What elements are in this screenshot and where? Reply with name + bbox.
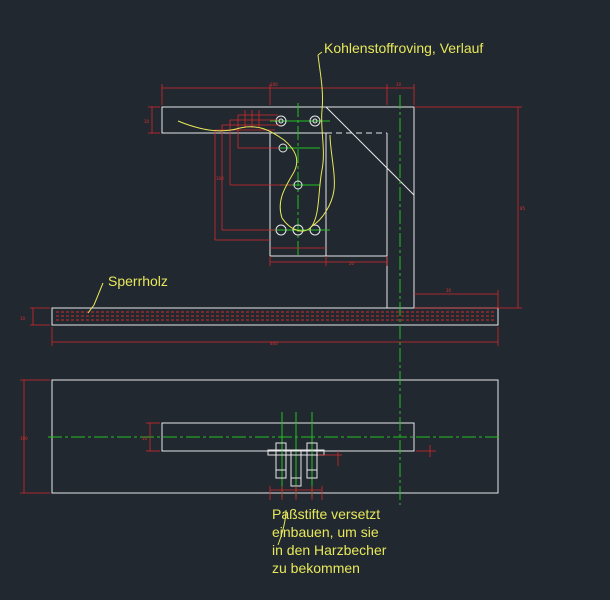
carbon-roving-label: Kohlenstoffroving, Verlauf [324, 40, 483, 56]
dowel-pins [267, 442, 325, 487]
dowel-note-line-3: in den Harzbecher [272, 542, 387, 558]
svg-text:100: 100 [216, 176, 224, 181]
plywood-label: Sperrholz [108, 273, 168, 289]
bracket-holes [275, 115, 321, 236]
dowel-note-line-2: einbauen, um sie [272, 524, 379, 540]
dowel-note-line-4: zu bekommen [272, 560, 360, 576]
svg-text:10: 10 [20, 316, 26, 321]
carbon-roving-path [87, 51, 335, 546]
dowel-note: Paßstifte versetzt einbauen, um sie in d… [272, 506, 387, 576]
bracket-outline [161, 106, 415, 309]
plywood-board [51, 307, 499, 326]
centerlines [48, 95, 500, 505]
svg-text:10: 10 [142, 436, 148, 441]
svg-text:100: 100 [270, 82, 278, 87]
dimension-lines [20, 84, 522, 500]
svg-text:10: 10 [144, 119, 150, 124]
svg-text:30: 30 [446, 288, 452, 293]
svg-text:20: 20 [349, 261, 355, 266]
dimension-text: 100 10 85 10 100 20 30 400 10 100 10 [20, 82, 526, 441]
svg-text:400: 400 [270, 341, 278, 346]
svg-text:100: 100 [20, 436, 28, 441]
svg-text:10: 10 [396, 82, 402, 87]
svg-text:85: 85 [520, 206, 526, 211]
dowel-note-line-1: Paßstifte versetzt [272, 506, 380, 522]
